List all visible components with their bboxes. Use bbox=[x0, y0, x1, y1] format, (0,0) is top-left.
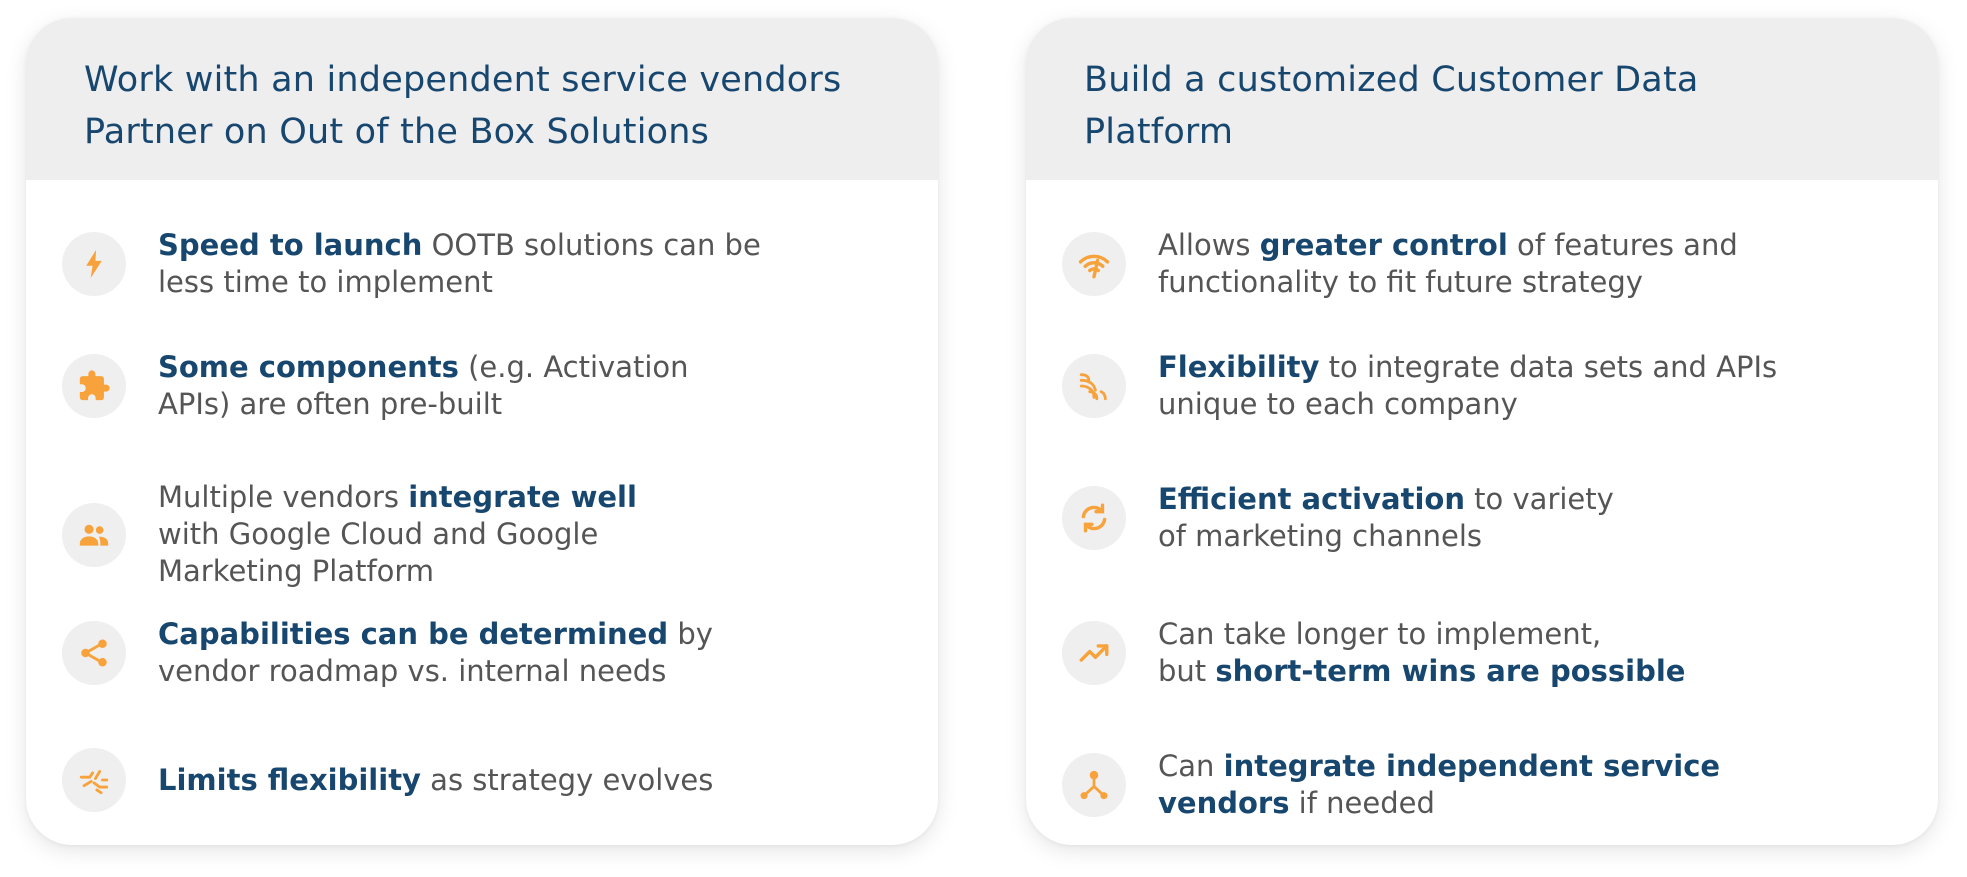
merge-nodes-icon bbox=[1062, 753, 1126, 817]
item-text: Allows greater control of features and f… bbox=[1158, 228, 1738, 299]
trending-up-icon bbox=[1062, 621, 1126, 685]
card-title-line-2: Partner on Out of the Box Solutions bbox=[84, 112, 710, 152]
card-header: Work with an independent service vendors… bbox=[26, 18, 938, 180]
card-title: Build a customized Customer Data Platfor… bbox=[1084, 54, 1938, 158]
item-text: Multiple vendors integrate well with Goo… bbox=[158, 480, 637, 588]
list-item-integrate-vendors: Can integrate independent service vendor… bbox=[1062, 748, 1908, 822]
item-text: Can integrate independent service vendor… bbox=[1158, 749, 1721, 820]
card-title-line-1: Work with an independent service vendors bbox=[84, 60, 842, 100]
card-title-line-2: Platform bbox=[1084, 112, 1234, 152]
item-text: Some components (e.g. Activation APIs) a… bbox=[158, 350, 689, 421]
people-group-icon bbox=[62, 502, 126, 567]
custom-cdp-card: Build a customized Customer Data Platfor… bbox=[1026, 18, 1938, 845]
item-text: Flexibility to integrate data sets and A… bbox=[1158, 350, 1778, 421]
list-item-flexibility: Flexibility to integrate data sets and A… bbox=[1062, 349, 1908, 423]
ootb-solutions-card: Work with an independent service vendors… bbox=[26, 18, 938, 845]
card-header: Build a customized Customer Data Platfor… bbox=[1026, 18, 1938, 180]
share-nodes-icon bbox=[62, 621, 126, 685]
card-title-line-1: Build a customized Customer Data bbox=[1084, 60, 1699, 100]
list-item-capabilities: Capabilities can be determined by vendor… bbox=[62, 616, 908, 690]
list-item-integrate-well: Multiple vendors integrate well with Goo… bbox=[62, 479, 908, 590]
list-item-some-components: Some components (e.g. Activation APIs) a… bbox=[62, 349, 908, 423]
list-item-limits-flexibility: Limits flexibility as strategy evolves bbox=[62, 748, 908, 812]
item-text: Efficient activation to variety of marke… bbox=[1158, 482, 1614, 553]
list-item-greater-control: Allows greater control of features and f… bbox=[1062, 227, 1908, 301]
list-item-short-term-wins: Can take longer to implement, but short-… bbox=[1062, 616, 1908, 690]
puzzle-piece-icon bbox=[62, 354, 126, 418]
list-item-efficient-activation: Efficient activation to variety of marke… bbox=[1062, 481, 1908, 555]
item-text: Limits flexibility as strategy evolves bbox=[158, 762, 714, 797]
control-signal-icon bbox=[1062, 232, 1126, 296]
list-item-speed-to-launch: Speed to launch OOTB solutions can be le… bbox=[62, 227, 908, 301]
refresh-arrows-icon bbox=[1062, 486, 1126, 550]
lightning-bolt-icon bbox=[62, 232, 126, 296]
card-title: Work with an independent service vendors… bbox=[84, 54, 938, 158]
flex-waves-icon bbox=[1062, 354, 1126, 418]
item-text: Speed to launch OOTB solutions can be le… bbox=[158, 228, 761, 299]
item-text: Can take longer to implement, but short-… bbox=[1158, 617, 1686, 688]
broken-lines-icon bbox=[62, 748, 126, 812]
item-text: Capabilities can be determined by vendor… bbox=[158, 617, 713, 688]
